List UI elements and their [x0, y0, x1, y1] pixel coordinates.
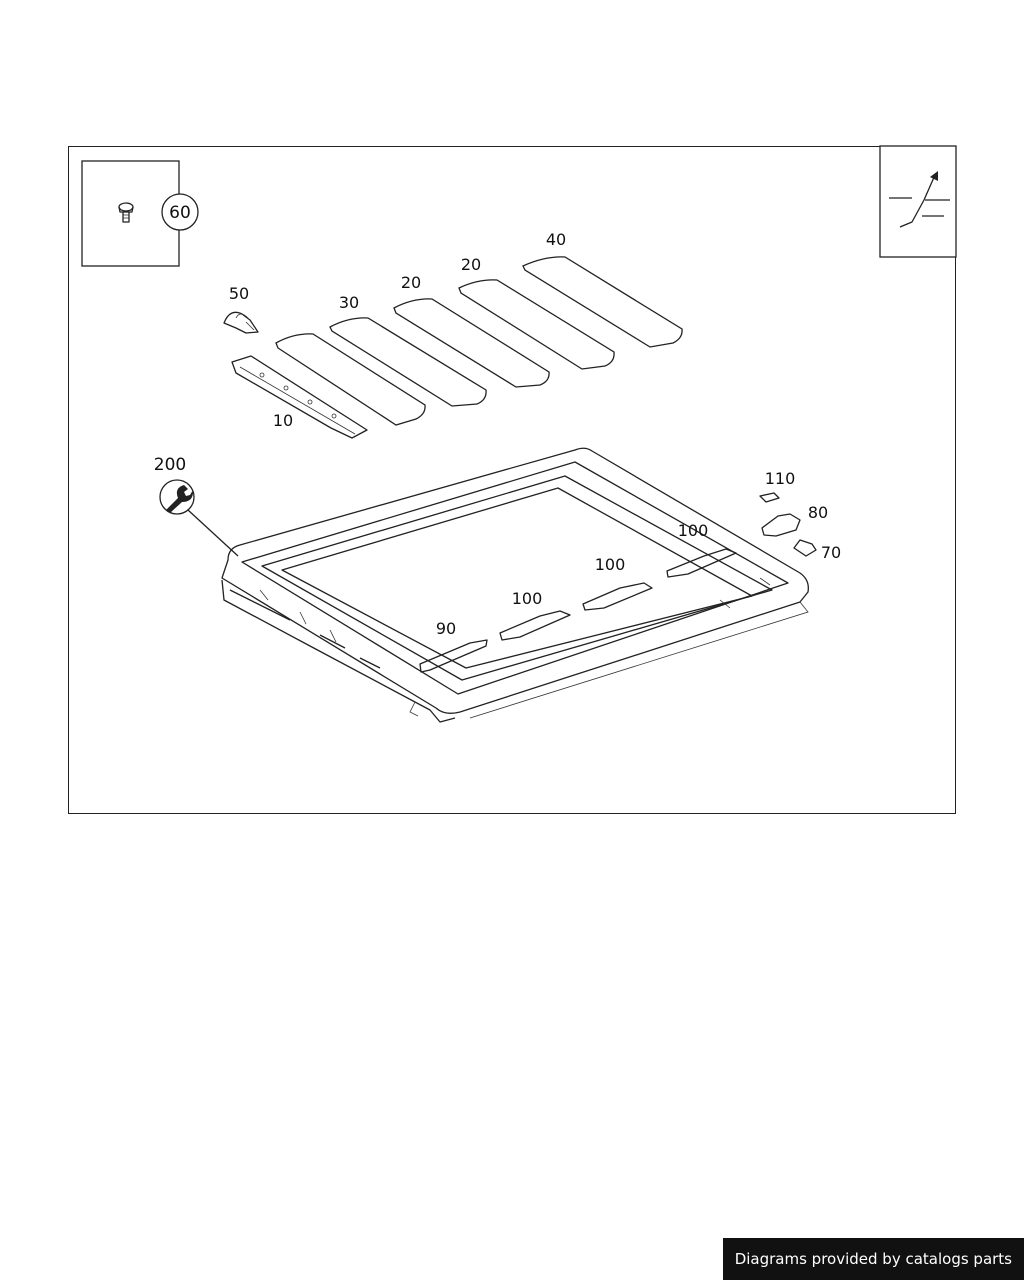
part-70	[793, 539, 817, 557]
part-110	[759, 492, 780, 503]
panel-30	[329, 317, 487, 407]
sliders	[419, 548, 737, 673]
diagram-frame	[68, 146, 956, 814]
footer-credit: Diagrams provided by catalogs parts	[722, 1238, 1024, 1280]
callout-10: 10	[273, 411, 293, 430]
callout-100-b: 100	[595, 555, 626, 574]
wrench-icon	[159, 479, 239, 557]
part-50-clip	[223, 311, 259, 334]
part-100-c	[666, 548, 737, 578]
panel-20-a	[393, 298, 550, 388]
callout-20-b: 20	[461, 255, 481, 274]
screw-icon	[118, 202, 134, 223]
callout-100-c: 100	[678, 521, 709, 540]
callout-80: 80	[808, 503, 828, 522]
part-10-rail	[231, 355, 368, 439]
part-80	[761, 513, 801, 537]
part-90	[419, 639, 488, 673]
callout-200: 200	[154, 455, 186, 475]
callout-circle-60	[161, 193, 199, 231]
roof-panels	[275, 256, 683, 426]
sunroof-frame	[221, 447, 809, 723]
callout-40: 40	[546, 230, 566, 249]
panel-first	[275, 333, 426, 426]
detail-inset: 60	[81, 160, 199, 267]
part-100-b	[582, 582, 653, 611]
callout-100-a: 100	[512, 589, 543, 608]
callout-50: 50	[229, 284, 249, 303]
callout-90: 90	[436, 619, 456, 638]
small-parts	[759, 492, 817, 557]
part-100-a	[499, 610, 571, 641]
callout-30: 30	[339, 293, 359, 312]
callout-60: 60	[169, 203, 191, 223]
callout-70: 70	[821, 543, 841, 562]
panel-20-b	[458, 279, 615, 370]
lift-slide-symbol-icon	[879, 145, 957, 258]
callout-110: 110	[765, 469, 796, 488]
callout-20-a: 20	[401, 273, 421, 292]
panel-40	[522, 256, 683, 348]
